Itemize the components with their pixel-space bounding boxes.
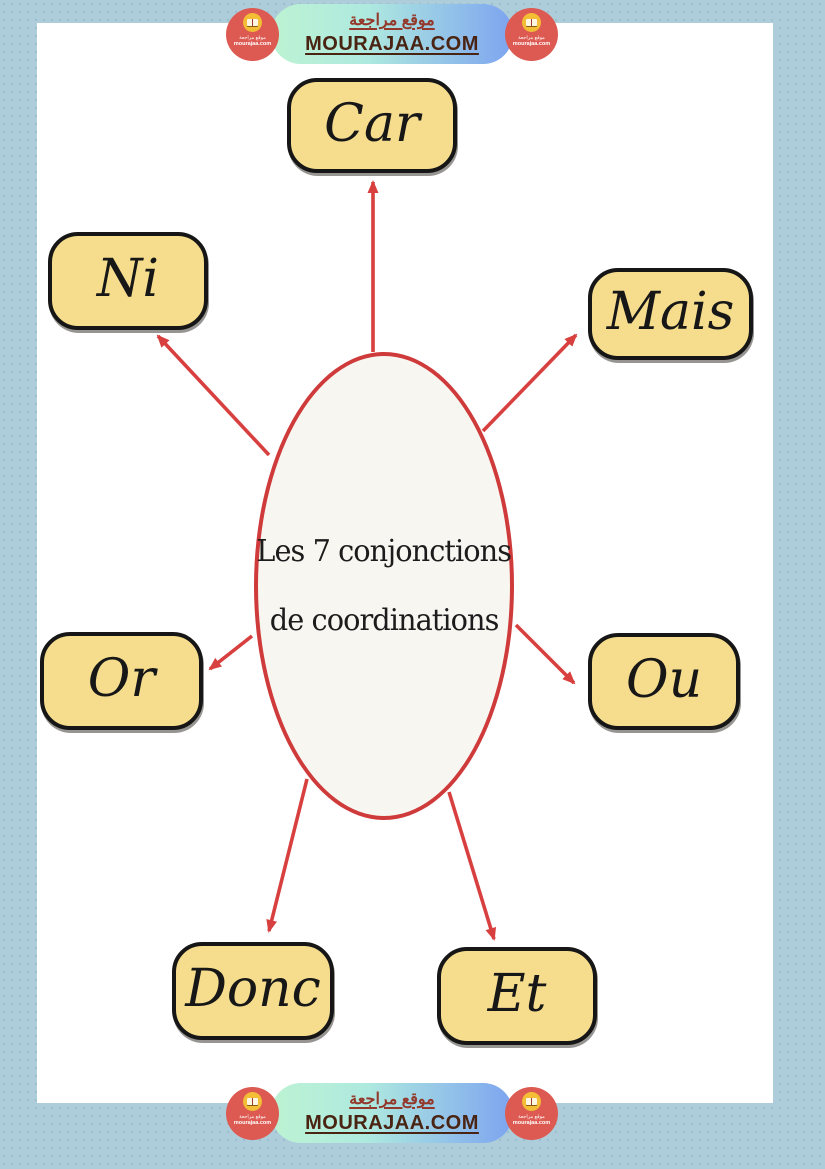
mourajaa-logo: موقع مراجعة mourajaa.com [505, 7, 558, 61]
logo-arabic-text: موقع مراجعة [239, 1113, 266, 1120]
site-url-link[interactable]: MOURAJAA.COM [305, 32, 479, 55]
book-icon [522, 1091, 541, 1111]
node-car: Car [287, 78, 457, 173]
node-label: Donc [185, 959, 321, 1019]
center-topic-ellipse: Les 7 conjonctions de coordinations [254, 352, 514, 820]
site-banner-pill: موقع مراجعة MOURAJAA.COM [271, 4, 513, 64]
center-topic-line2: de coordinations [269, 603, 500, 638]
node-et: Et [437, 947, 597, 1045]
node-or: Or [40, 632, 203, 730]
logo-url-text: mourajaa.com [512, 1120, 551, 1126]
header-banner: موقع مراجعة mourajaa.com موقع مراجعة MOU… [226, 4, 558, 64]
logo-url-text: mourajaa.com [233, 41, 272, 47]
site-url-link[interactable]: MOURAJAA.COM [305, 1111, 479, 1134]
site-name-arabic: موقع مراجعة [349, 1091, 435, 1109]
node-label: Car [324, 93, 420, 154]
node-label: Ni [96, 249, 160, 309]
node-label: Or [87, 649, 156, 709]
footer-banner: موقع مراجعة mourajaa.com موقع مراجعة MOU… [226, 1083, 558, 1143]
site-name-arabic: موقع مراجعة [349, 12, 435, 30]
node-ou: Ou [588, 633, 740, 730]
logo-url-text: mourajaa.com [233, 1120, 272, 1126]
node-label: Et [487, 964, 547, 1024]
book-icon [243, 12, 262, 32]
logo-arabic-text: موقع مراجعة [239, 34, 266, 41]
mourajaa-logo: موقع مراجعة mourajaa.com [505, 1086, 558, 1140]
node-donc: Donc [172, 942, 334, 1040]
logo-arabic-text: موقع مراجعة [518, 34, 545, 41]
node-label: Mais [606, 282, 735, 342]
book-icon [243, 1091, 262, 1111]
node-ni: Ni [48, 232, 208, 330]
center-topic-line1: Les 7 conjonctions [256, 534, 513, 569]
book-icon [522, 12, 541, 32]
site-banner-pill: موقع مراجعة MOURAJAA.COM [271, 1083, 513, 1143]
logo-url-text: mourajaa.com [512, 41, 551, 47]
mourajaa-logo: موقع مراجعة mourajaa.com [226, 1086, 279, 1140]
logo-arabic-text: موقع مراجعة [518, 1113, 545, 1120]
mourajaa-logo: موقع مراجعة mourajaa.com [226, 7, 279, 61]
node-label: Ou [625, 649, 703, 710]
node-mais: Mais [588, 268, 753, 360]
